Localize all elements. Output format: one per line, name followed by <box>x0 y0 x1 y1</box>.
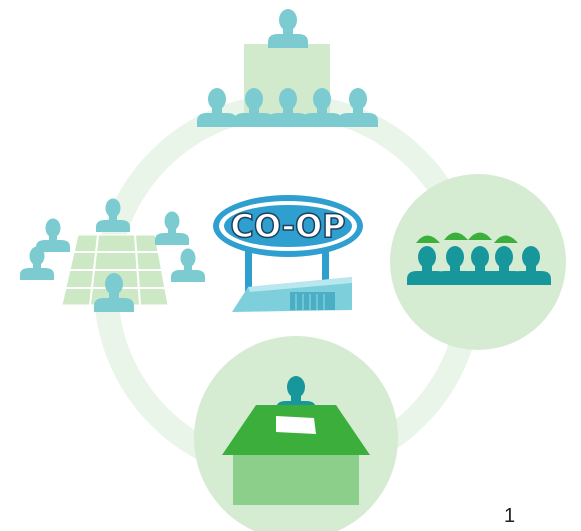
workers-with-hard-hats-icon <box>390 174 566 350</box>
co-op-store-icon: CO-OP <box>213 195 363 312</box>
meeting-table-icon <box>20 198 205 312</box>
co-op-sign-text: CO-OP <box>230 207 345 245</box>
page-number: 1 <box>504 505 516 527</box>
ballot-box-voter-icon <box>194 336 398 531</box>
audience-with-speaker-icon <box>197 9 378 127</box>
